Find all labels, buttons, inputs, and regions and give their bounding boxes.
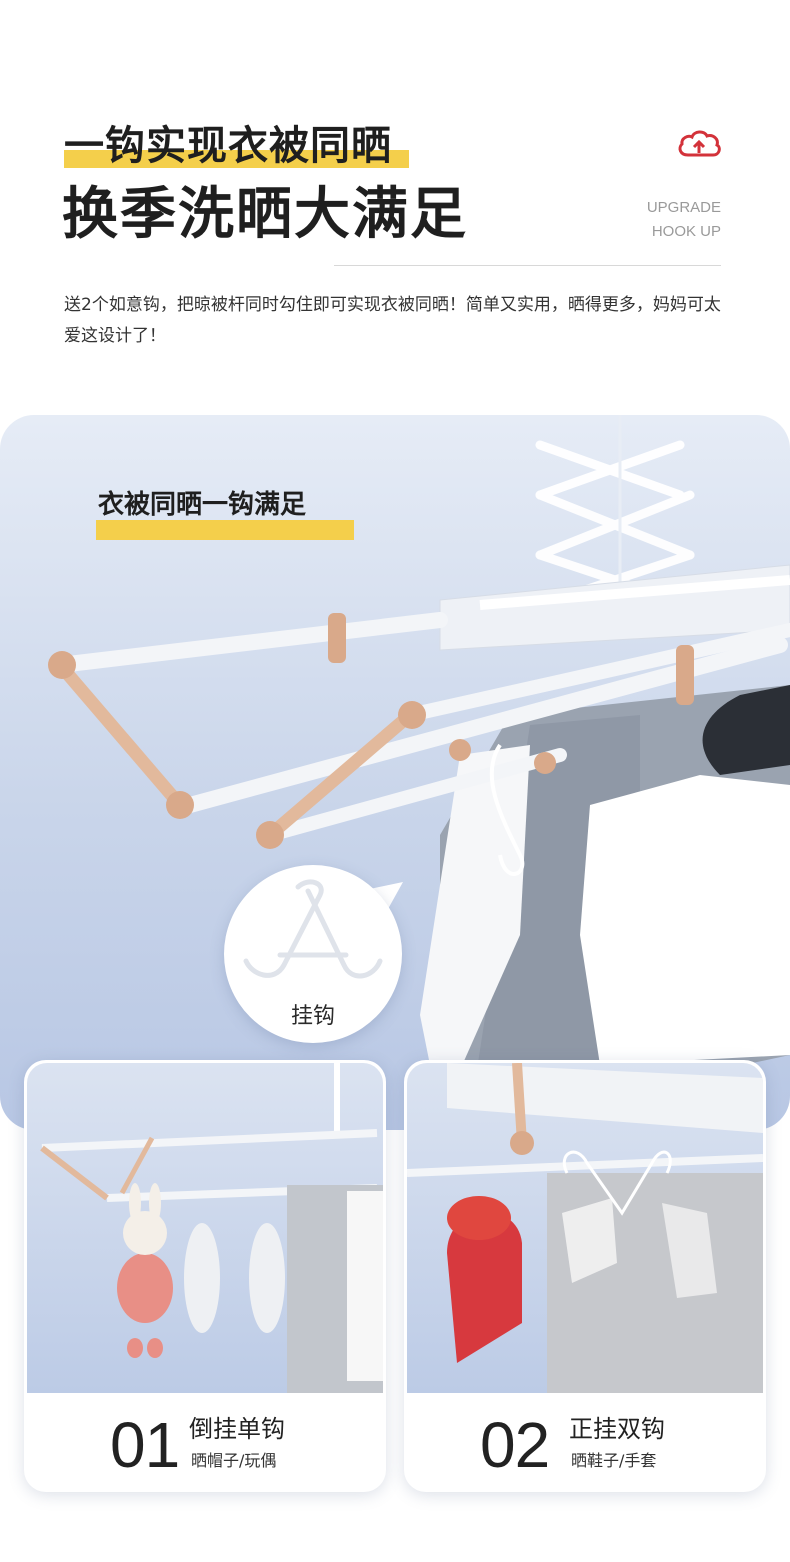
feature-card-2: 02 正挂双钩 晒鞋子/手套	[404, 1060, 766, 1492]
feature-subtitle-2: 晒鞋子/手套	[571, 1451, 657, 1470]
feature-number-2: 02	[480, 1409, 550, 1481]
feature-subtitle-1: 晒帽子/玩偶	[191, 1451, 277, 1470]
divider	[334, 265, 721, 266]
upgrade-line-1: UPGRADE	[646, 199, 721, 216]
cloud-upload-icon	[678, 130, 721, 157]
upgrade-line-2: HOOK UP	[651, 223, 721, 240]
hero-label: 衣被同晒一钩满足	[98, 490, 307, 520]
double-hook-scene	[407, 1063, 763, 1393]
feature-card-1: 01 倒挂单钩 晒帽子/玩偶	[24, 1060, 386, 1492]
drying-rack-illustration	[48, 415, 790, 1130]
hook-label: 挂钩	[290, 1004, 335, 1029]
hook-icon	[243, 879, 383, 979]
headline-secondary: 换季洗晒大满足	[62, 182, 468, 247]
upgrade-caption: UPGRADE HOOK UP	[620, 196, 721, 244]
feature-title-1: 倒挂单钩	[189, 1415, 285, 1443]
hero-image: 衣被同晒一钩满足	[0, 415, 790, 1130]
hook-callout	[224, 865, 402, 1043]
feature-image-1	[27, 1063, 383, 1393]
feature-title-2: 正挂双钩	[569, 1415, 665, 1443]
feature-image-2	[407, 1063, 763, 1393]
description: 送2个如意钩，把晾被杆同时勾住即可实现衣被同晒！简单又实用，晒得更多，妈妈可太爱…	[64, 295, 721, 346]
headline-primary: 一钩实现衣被同晒	[64, 123, 392, 169]
headline-highlight	[64, 150, 409, 168]
hero-label-highlight	[96, 520, 354, 540]
feature-number-1: 01	[110, 1409, 180, 1481]
headline-block: 一钩实现衣被同晒	[64, 120, 409, 172]
single-hook-scene	[40, 1063, 383, 1393]
